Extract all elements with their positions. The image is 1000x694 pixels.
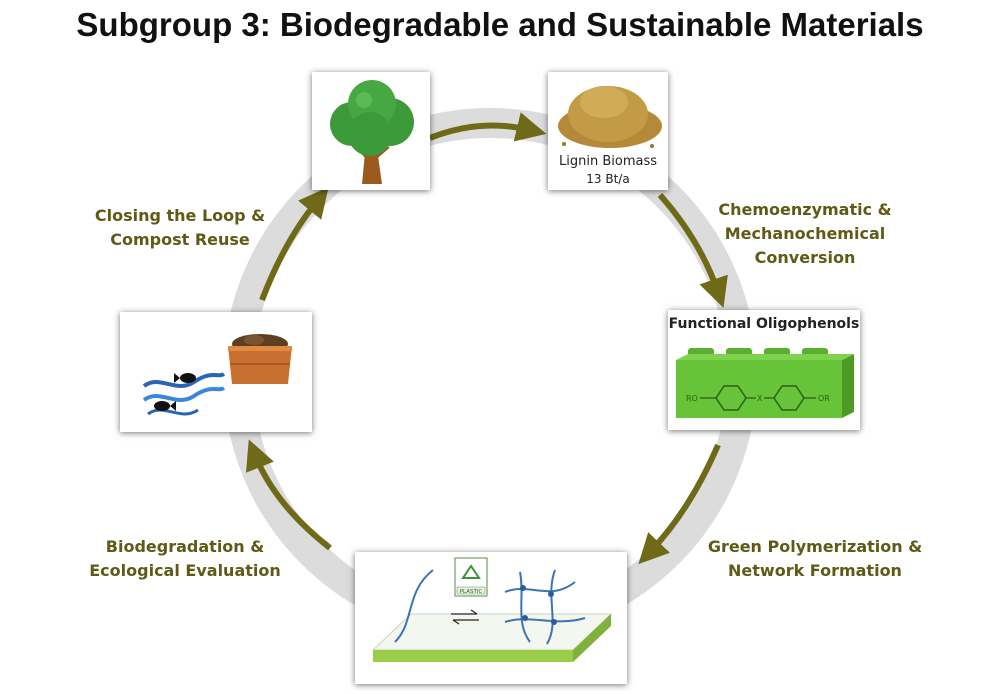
- lignin-amount-label: 13 Bt/a: [586, 172, 630, 186]
- plastic-recycle-label: PLASTIC: [460, 589, 483, 595]
- step-biodegradation-label: Biodegradation & Ecological Evaluation: [89, 537, 281, 580]
- lego-brick-icon: RO X OR: [676, 348, 854, 418]
- compost-panel: [120, 312, 312, 432]
- arrow-polymer-to-compost: [245, 439, 332, 551]
- polymer-panel: PLASTIC: [355, 552, 627, 684]
- lignin-panel: Lignin Biomass 13 Bt/a: [548, 72, 668, 190]
- oligophenols-panel: Functional Oligophenols RO X OR: [668, 310, 860, 430]
- arrow-tree-to-lignin: [428, 112, 547, 142]
- ro-group-label: RO: [686, 394, 698, 403]
- lignin-powder-icon: [558, 86, 662, 148]
- arrow-oligophenols-to-polymer: [638, 443, 721, 565]
- lignin-biomass-label: Lignin Biomass: [559, 154, 657, 169]
- linker-label: X: [757, 394, 763, 403]
- functional-oligophenols-label: Functional Oligophenols: [668, 316, 860, 332]
- page-title: Subgroup 3: Biodegradable and Sustainabl…: [76, 6, 924, 43]
- arrow-lignin-to-oligophenols: [657, 193, 728, 308]
- tree-icon: [330, 80, 414, 184]
- step-closing-loop-label: Closing the Loop & Compost Reuse: [94, 206, 266, 249]
- fish-icon: [154, 373, 196, 411]
- tree-panel: [312, 72, 430, 190]
- step-polymerization-label: Green Polymerization & Network Formation: [707, 537, 923, 580]
- polymer-network-icon: PLASTIC: [371, 557, 613, 662]
- step-conversion-label: Chemoenzymatic & Mechanochemical Convers…: [718, 200, 892, 267]
- water-wave-icon: [142, 372, 226, 416]
- compost-crate-icon: [228, 334, 292, 384]
- or-group-label: OR: [818, 394, 830, 403]
- arrow-compost-to-tree: [259, 187, 329, 302]
